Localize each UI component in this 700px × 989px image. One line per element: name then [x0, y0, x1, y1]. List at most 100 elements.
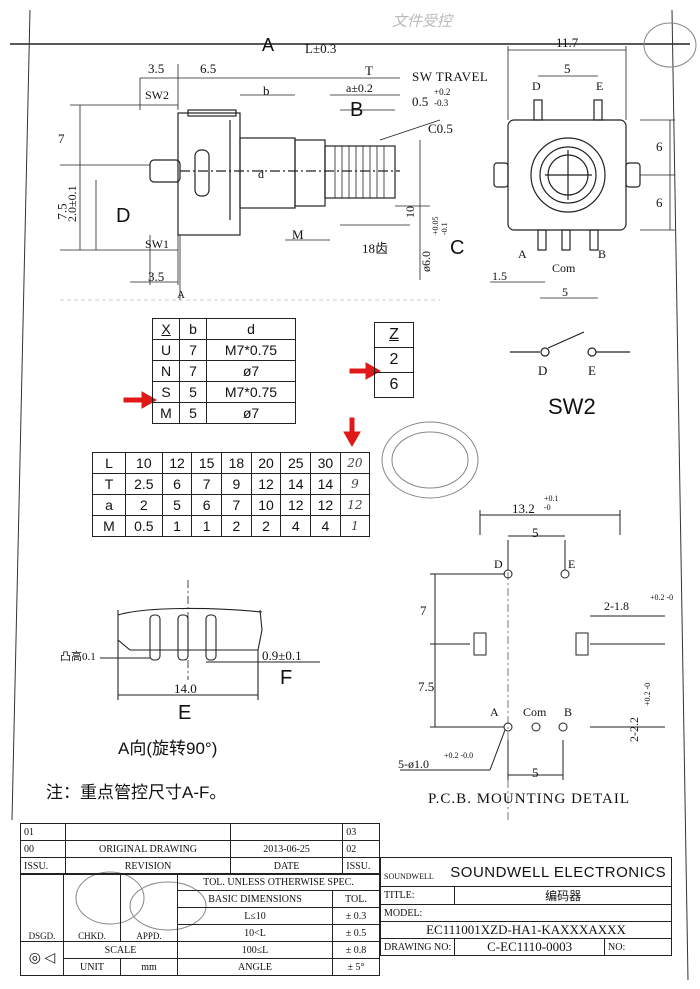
signature-appd: APPD.: [120, 873, 178, 942]
dim-6-lower: 6: [656, 195, 663, 210]
cell: 2.5: [125, 473, 163, 495]
chkd-label: CHKD.: [78, 931, 106, 941]
cell: M7*0.75: [206, 339, 296, 361]
dim-14: 14.0: [174, 681, 197, 696]
company-name: SOUNDWELL ELECTRONICS: [450, 863, 667, 881]
cell: 2: [125, 494, 163, 516]
row-label: L: [92, 452, 126, 474]
cell: 7: [221, 494, 252, 516]
sw-travel-minus: -0.3: [434, 98, 449, 108]
pcb-detail-title: P.C.B. MOUNTING DETAIL: [428, 791, 631, 807]
original-drawing: ORIGINAL DRAWING: [65, 840, 231, 858]
cell: 7: [179, 360, 207, 382]
model-label: MODEL:: [380, 904, 672, 922]
pcb-detail: [400, 510, 665, 820]
dim-11-7: 11.7: [556, 35, 579, 50]
pcb-dim-13-2-tol: +0.1 -0: [544, 494, 559, 512]
dim-shaft-plus: +0.05: [431, 216, 440, 235]
controlled-doc-stamp: 文件受控: [392, 12, 453, 30]
z-cell: 6: [374, 372, 414, 398]
cell: 9: [221, 473, 252, 495]
row-label: M: [92, 515, 126, 537]
issu-header-2: ISSU.: [342, 857, 380, 875]
row-label: a: [92, 494, 126, 516]
dim-3-5-bottom: 3.5: [148, 269, 165, 284]
cell: 5: [161, 494, 193, 516]
cell: 10: [125, 452, 163, 474]
revision-header: REVISION: [65, 857, 231, 875]
dim-B-label: B: [350, 99, 364, 121]
pcb-dim-7-5: 7.5: [418, 679, 435, 694]
cell: 12: [280, 494, 312, 516]
sw1-label: SW1: [145, 237, 169, 251]
signature-dsgd: DSGD.: [20, 873, 64, 942]
cell: 12: [310, 494, 341, 516]
tol-row-dim: L≤10: [177, 907, 333, 925]
dsgd-label: DSGD.: [28, 931, 56, 941]
view-A-marker: A: [177, 289, 185, 301]
side-dim-lines: [60, 64, 441, 300]
pcb-hole-dia-tol: +0.2 -0.0: [444, 751, 474, 760]
switch-symbol: [510, 331, 630, 357]
dim-5-front-bottom: 5: [562, 285, 568, 299]
title-value: 编码器: [454, 886, 672, 905]
unit-label: UNIT: [63, 958, 121, 976]
cell: 7: [191, 473, 223, 495]
signature-chkd: CHKD.: [63, 873, 121, 942]
cell-handwritten: 1: [339, 515, 371, 537]
pcb-pin-B: B: [564, 705, 573, 719]
cell: 18: [221, 452, 252, 474]
cell: 15: [191, 452, 223, 474]
dim-C-label: C: [450, 237, 465, 259]
dim-shaft-minus: -0.1: [440, 222, 449, 235]
z-option-table: Z 2 6: [374, 322, 414, 398]
chamfer-c05: C0.5: [428, 121, 453, 136]
dim-0-9: 0.9±0.1: [262, 648, 302, 663]
cell: N: [152, 360, 180, 382]
view-caption: A向(旋转90°): [118, 739, 218, 758]
col-header-b: b: [179, 318, 207, 340]
pcb-dim-2-2-2-tol: +0.2 -0: [643, 682, 652, 706]
pcb-dim-2-1-8-tol: +0.2 -0: [650, 593, 674, 602]
pin-A-label: A: [518, 247, 527, 261]
cell: 6: [161, 473, 193, 495]
date-header: DATE: [229, 857, 344, 875]
company-cell: SOUNDWELL SOUNDWELL ELECTRONICS: [380, 857, 672, 887]
company-logo-text: SOUNDWELL: [384, 871, 434, 881]
cell: 20: [250, 452, 282, 474]
cell: 25: [280, 452, 312, 474]
z-cell: 2: [374, 347, 414, 373]
side-view-body: [149, 109, 400, 236]
switch-D-label: D: [538, 363, 548, 378]
dim-shaft-dia: ø6.0: [419, 251, 433, 272]
cell: 12: [250, 473, 282, 495]
pcb-pin-com: Com: [523, 705, 547, 719]
row-00: 00: [19, 840, 67, 858]
tol-row-dim: 100≤L: [177, 941, 333, 959]
dim-F-label: F: [280, 667, 293, 689]
dim-7: 7: [58, 131, 65, 146]
pcb-dim-5-top: 5: [532, 525, 539, 540]
pcb-dim-2-2-2: 2-2.2: [627, 717, 641, 742]
pin-com-label: Com: [552, 261, 576, 275]
pcb-dim-13-2: 13.2: [512, 501, 535, 516]
cell: 5: [179, 402, 207, 424]
issu-header: ISSU.: [19, 857, 67, 875]
cell-handwritten: 12: [339, 494, 371, 516]
tol-row-value: ± 0.5: [332, 924, 380, 942]
no-label: NO:: [604, 938, 672, 956]
bottom-view-body: [100, 580, 320, 700]
tol-header: TOL. UNLESS OTHERWISE SPEC.: [177, 873, 380, 891]
dim-10: 10: [403, 206, 417, 218]
dim-a: a±0.2: [346, 81, 373, 95]
dim-6-upper: 6: [656, 139, 663, 154]
dim-T: T: [365, 63, 373, 78]
sw2-label-side: SW2: [145, 88, 169, 102]
pcb-dim-5-bottom: 5: [532, 765, 539, 780]
dim-3-5-top: 3.5: [148, 61, 165, 76]
